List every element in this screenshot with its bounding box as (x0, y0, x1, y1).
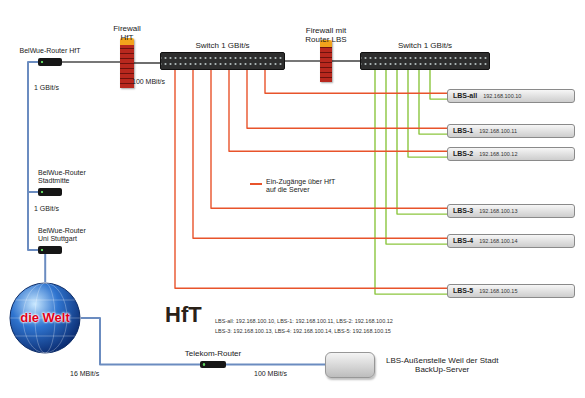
node-title: LBS-Außenstelle Weil der Stadt (386, 356, 498, 365)
access-link (229, 70, 447, 151)
server-box: LBS-5 192.168.100.15 (447, 284, 575, 298)
router-icon: Telekom-Router (200, 361, 226, 368)
bandwidth-label: 100 MBit/s (132, 78, 165, 86)
node-title: Firewall mit Router LBS (301, 26, 351, 44)
server-box: LBS-4 192.168.100.14 (447, 234, 575, 248)
network-link (285, 60, 320, 62)
lbs-link (386, 70, 447, 244)
server-box: LBS-2 192.168.100.12 (447, 147, 575, 161)
node-label: LBS-2 192.168.100.12 (453, 150, 569, 158)
node-detail: 192.168.100.14 (479, 238, 517, 244)
node-detail: 192.168.100.15 (479, 288, 517, 294)
node-label: BelWue-Router HfT (20, 47, 81, 55)
address-note: LBS-3: 192.168.100.13, LBS-4: 192.168.10… (215, 328, 391, 334)
switch-icon: Switch 1 GBit/s (160, 52, 285, 70)
node-title: Switch 1 GBit/s (195, 41, 249, 50)
bandwidth-label: 1 GBit/s (34, 205, 59, 213)
network-link (62, 61, 120, 63)
wan-link (28, 62, 38, 192)
legend-text: Ein-Zugänge über HfT auf die Server (266, 178, 338, 195)
node-label: Firewall HfT (110, 24, 144, 42)
node-label: LBS-3 192.168.100.13 (453, 207, 569, 215)
firewall-icon: Firewall mit Router LBS (320, 40, 332, 82)
node-label: Switch 1 GBit/s (195, 41, 249, 50)
lbs-link (419, 70, 447, 134)
lbs-link (430, 70, 447, 99)
node-label: HfT (165, 302, 202, 327)
lbs-link (397, 70, 447, 214)
node-detail: 192.168.100.10 (483, 93, 521, 99)
node-label: BelWue-Router Uni Stuttgart (38, 227, 98, 243)
server-box: LBS-3 192.168.100.13 (447, 204, 575, 218)
node-label: LBS-1 192.168.100.11 (453, 127, 569, 135)
access-link (265, 70, 447, 93)
node-detail: 192.168.100.11 (479, 128, 517, 134)
node-detail: 192.168.100.13 (479, 208, 517, 214)
bandwidth-label: 100 MBit/s (254, 370, 287, 378)
node-label: LBS-all 192.168.100.10 (453, 92, 569, 100)
node-label: LBS-4 192.168.100.14 (453, 237, 569, 245)
node-label: LBS-Außenstelle Weil der StadtBackUp-Ser… (386, 356, 498, 374)
access-link (211, 70, 447, 208)
lbs-link (408, 70, 447, 157)
node-title: Firewall HfT (110, 24, 144, 42)
router-icon: BelWue-Router HfT (38, 58, 62, 66)
legend-entry: Ein-Zugänge über HfT auf die Server (250, 178, 338, 195)
network-link (134, 62, 160, 64)
server-box: LBS-all 192.168.100.10 (447, 89, 575, 103)
node-title: LBS-2 (453, 150, 473, 158)
node-title: Telekom-Router (185, 349, 241, 358)
node-title: HfT (165, 302, 202, 327)
network-link (332, 60, 360, 62)
backup-server-icon: LBS-Außenstelle Weil der StadtBackUp-Ser… (325, 352, 375, 378)
node-label: BelWue-Router Stadtmitte (38, 169, 98, 185)
node-detail: BackUp-Server (386, 365, 498, 374)
lbs-link (375, 70, 447, 294)
node-title: BelWue-Router Uni Stuttgart (38, 227, 98, 243)
switch-icon: Switch 1 GBit/s (360, 52, 490, 70)
firewall-icon: Firewall HfT (120, 38, 134, 88)
globe-icon: die Welt (9, 282, 81, 354)
node-title: LBS-1 (453, 127, 473, 135)
router-icon: BelWue-Router Stadtmitte (38, 188, 62, 196)
zone-outline (4, 4, 581, 346)
legend-line-sample (250, 183, 262, 185)
access-link (247, 70, 447, 128)
node-label: Switch 1 GBit/s (398, 41, 452, 50)
server-box: LBS-1 192.168.100.11 (447, 124, 575, 138)
node-title: LBS-3 (453, 207, 473, 215)
node-label: LBS-5 192.168.100.15 (453, 287, 569, 295)
wan-link (44, 254, 46, 282)
router-icon: BelWue-Router Uni Stuttgart (38, 246, 62, 254)
bandwidth-label: 1 GBit/s (34, 84, 59, 92)
access-link (193, 70, 447, 238)
bandwidth-label: 16 MBit/s (70, 370, 99, 378)
node-label: die Welt (9, 282, 81, 354)
node-title: LBS-all (453, 92, 477, 100)
node-title: LBS-5 (453, 287, 473, 295)
wan-link (226, 364, 325, 366)
node-label: Firewall mit Router LBS (301, 26, 351, 44)
node-title: die Welt (20, 311, 70, 326)
node-title: BelWue-Router HfT (20, 47, 81, 55)
network-zone: BelWue-Router HfT Firewall HfT Switch 1 GB… (0, 0, 585, 350)
wan-link (28, 192, 38, 250)
node-title: Switch 1 GBit/s (398, 41, 452, 50)
node-label: Telekom-Router (185, 349, 241, 358)
address-note: LBS-all: 192.168.100.10, LBS-1: 192.168.… (215, 318, 393, 324)
node-detail: 192.168.100.12 (479, 151, 517, 157)
node-title: LBS-4 (453, 237, 473, 245)
node-title: BelWue-Router Stadtmitte (38, 169, 98, 185)
access-link (175, 70, 447, 288)
